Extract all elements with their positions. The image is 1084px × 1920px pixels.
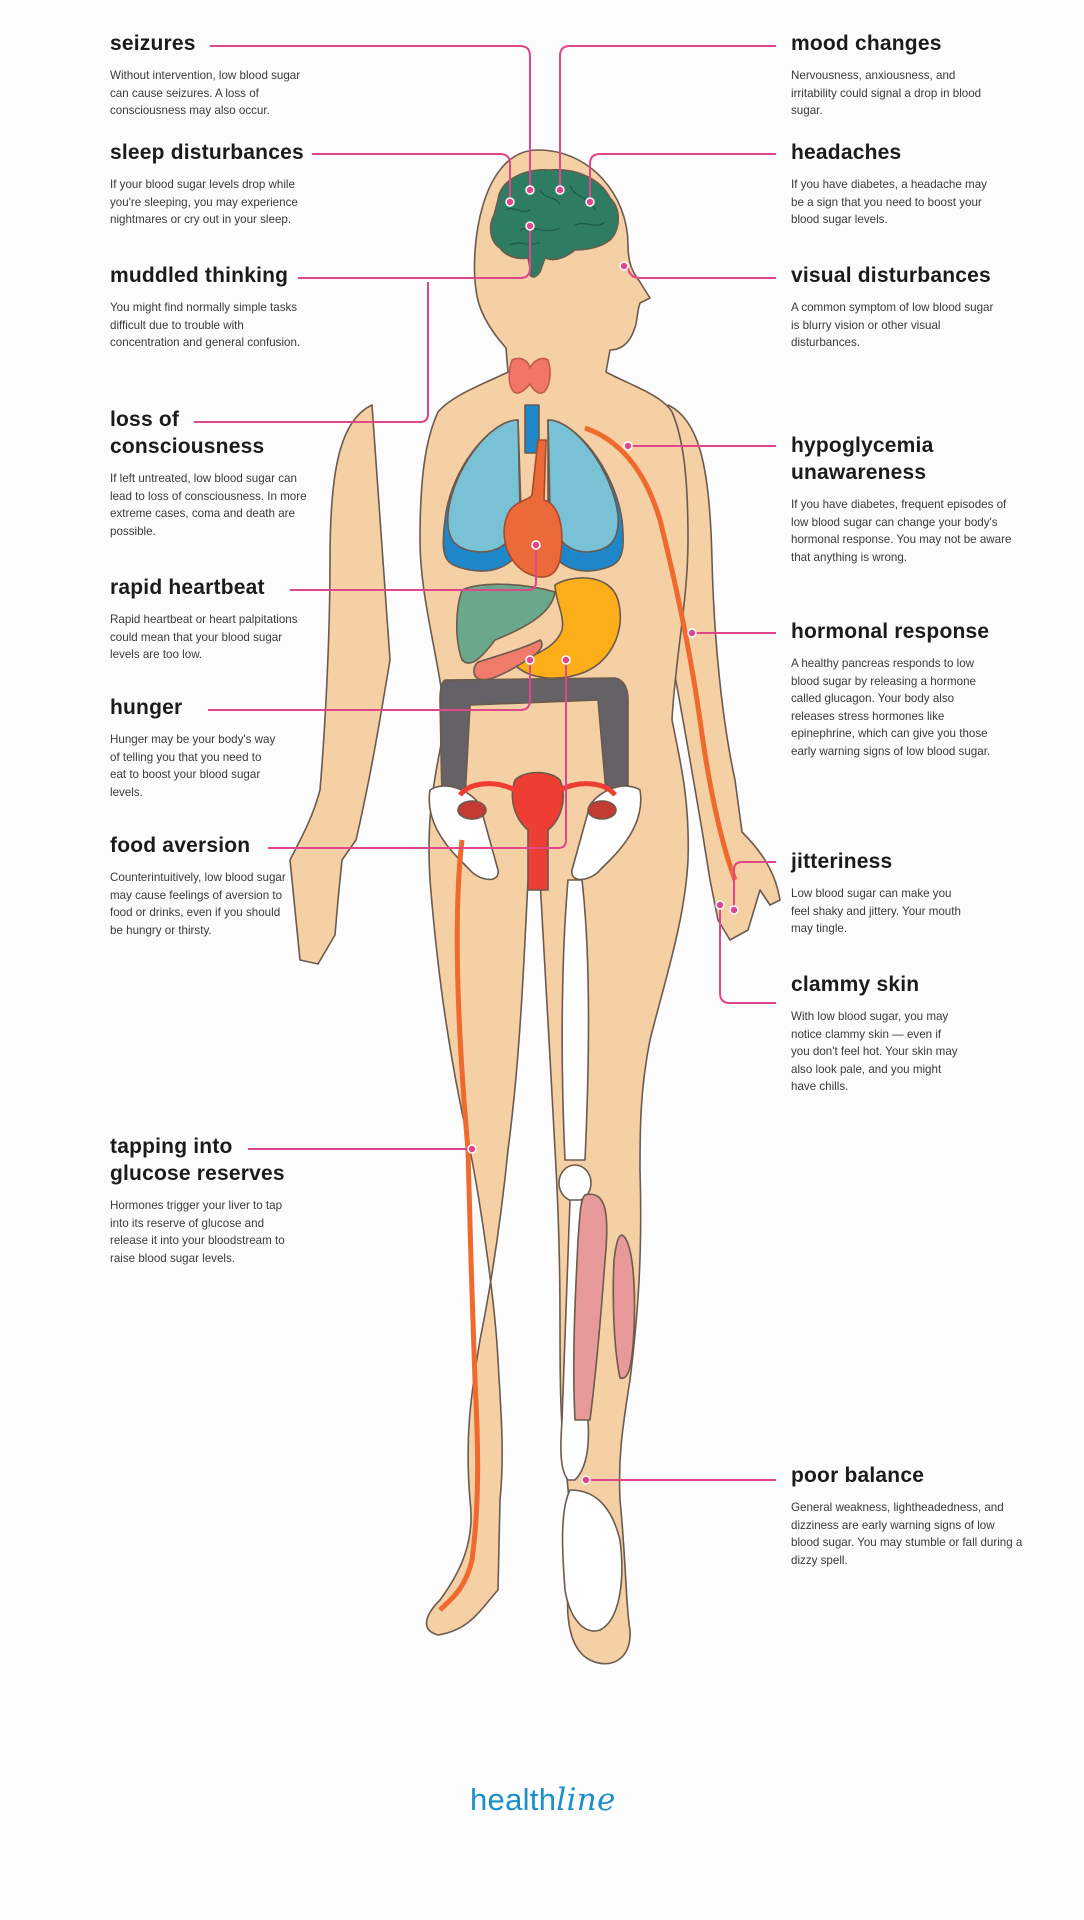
callout-body: Without intervention, low blood sugar ca…: [110, 69, 301, 118]
callout-body: If your blood sugar levels drop while yo…: [110, 178, 298, 227]
callout-tapping-into-glucose-reserves: tapping into glucose reserves Hormones t…: [110, 1133, 300, 1267]
callout-mood-changes: mood changes Nervousness, anxiousness, a…: [791, 30, 991, 120]
foot-bones: [561, 1489, 623, 1632]
left-arm: [289, 404, 391, 965]
callout-title: jitteriness: [791, 850, 893, 873]
uterus: [511, 771, 564, 891]
callout-body: If left untreated, low blood sugar can l…: [110, 472, 307, 538]
callout-clammy-skin: clammy skin With low blood sugar, you ma…: [791, 971, 961, 1096]
callout-body: Low blood sugar can make you feel shaky …: [791, 887, 961, 936]
callout-title: hypoglycemia unawareness: [791, 434, 934, 484]
logo-text-line: line: [556, 1782, 616, 1818]
calf-muscle-2: [612, 1234, 636, 1379]
callout-body: A common symptom of low blood sugar is b…: [791, 301, 994, 350]
callout-body: Counterintuitively, low blood sugar may …: [110, 871, 286, 937]
body-outline: [419, 149, 690, 1665]
right-arm: [667, 404, 781, 941]
arm-artery: [584, 425, 738, 881]
callout-seizures: seizures Without intervention, low blood…: [110, 30, 310, 120]
callout-visual-disturbances: visual disturbances A common symptom of …: [791, 262, 1001, 352]
femur: [561, 879, 590, 1161]
left-ovary: [457, 800, 487, 820]
callout-title: sleep disturbances: [110, 141, 304, 164]
leader-lines: [194, 45, 776, 1481]
thyroid: [508, 357, 551, 394]
callout-body: A healthy pancreas responds to low blood…: [791, 657, 991, 758]
brain: [489, 168, 620, 278]
callout-body: Hunger may be your body's way of telling…: [110, 733, 276, 799]
callout-body: With low blood sugar, you may notice cla…: [791, 1010, 958, 1094]
healthline-logo[interactable]: healthline: [470, 1782, 616, 1818]
callout-title: muddled thinking: [110, 264, 289, 287]
callout-title: headaches: [791, 141, 902, 164]
callout-body: If you have diabetes, a headache may be …: [791, 178, 987, 227]
callout-title: clammy skin: [791, 973, 920, 996]
leader-dots: [467, 185, 739, 1485]
callout-body: General weakness, lightheadedness, and d…: [791, 1501, 1023, 1567]
callout-body: Nervousness, anxiousness, and irritabili…: [791, 69, 982, 118]
callout-hormonal-response: hormonal response A healthy pancreas res…: [791, 618, 1001, 761]
callout-title: seizures: [110, 32, 196, 55]
callout-title: hunger: [110, 696, 183, 719]
callout-poor-balance: poor balance General weakness, lighthead…: [791, 1462, 1026, 1569]
callout-title: rapid heartbeat: [110, 576, 265, 599]
callout-title: poor balance: [791, 1464, 925, 1487]
heart: [503, 439, 563, 578]
callout-body: If you have diabetes, frequent episodes …: [791, 498, 1012, 564]
callout-title: loss of consciousness: [110, 408, 265, 458]
callout-body: Hormones trigger your liver to tap into …: [110, 1199, 285, 1265]
callout-body: Rapid heartbeat or heart palpitations co…: [110, 613, 298, 662]
logo-text-health: health: [470, 1782, 557, 1817]
callout-title: mood changes: [791, 32, 942, 55]
callout-title: tapping into glucose reserves: [110, 1135, 285, 1185]
callout-sleep-disturbances: sleep disturbances If your blood sugar l…: [110, 139, 325, 229]
callout-hypoglycemia-unawareness: hypoglycemia unawareness If you have dia…: [791, 432, 1026, 566]
right-ovary: [587, 800, 617, 820]
callout-rapid-heartbeat: rapid heartbeat Rapid heartbeat or heart…: [110, 574, 310, 664]
callout-hunger: hunger Hunger may be your body's way of …: [110, 694, 280, 801]
callout-title: hormonal response: [791, 620, 990, 643]
callout-title: visual disturbances: [791, 264, 991, 287]
callout-muddled-thinking: muddled thinking You might find normally…: [110, 262, 310, 352]
callout-food-aversion: food aversion Counterintuitively, low bl…: [110, 832, 288, 939]
callout-jitteriness: jitteriness Low blood sugar can make you…: [791, 848, 966, 938]
liver: [456, 583, 556, 664]
callout-headaches: headaches If you have diabetes, a headac…: [791, 139, 991, 229]
calf-muscle: [572, 1193, 608, 1421]
callout-title: food aversion: [110, 834, 251, 857]
callout-loss-of-consciousness: loss of consciousness If left untreated,…: [110, 406, 315, 540]
leg-artery: [438, 839, 481, 1612]
trachea: [524, 404, 540, 454]
callout-body: You might find normally simple tasks dif…: [110, 301, 301, 350]
